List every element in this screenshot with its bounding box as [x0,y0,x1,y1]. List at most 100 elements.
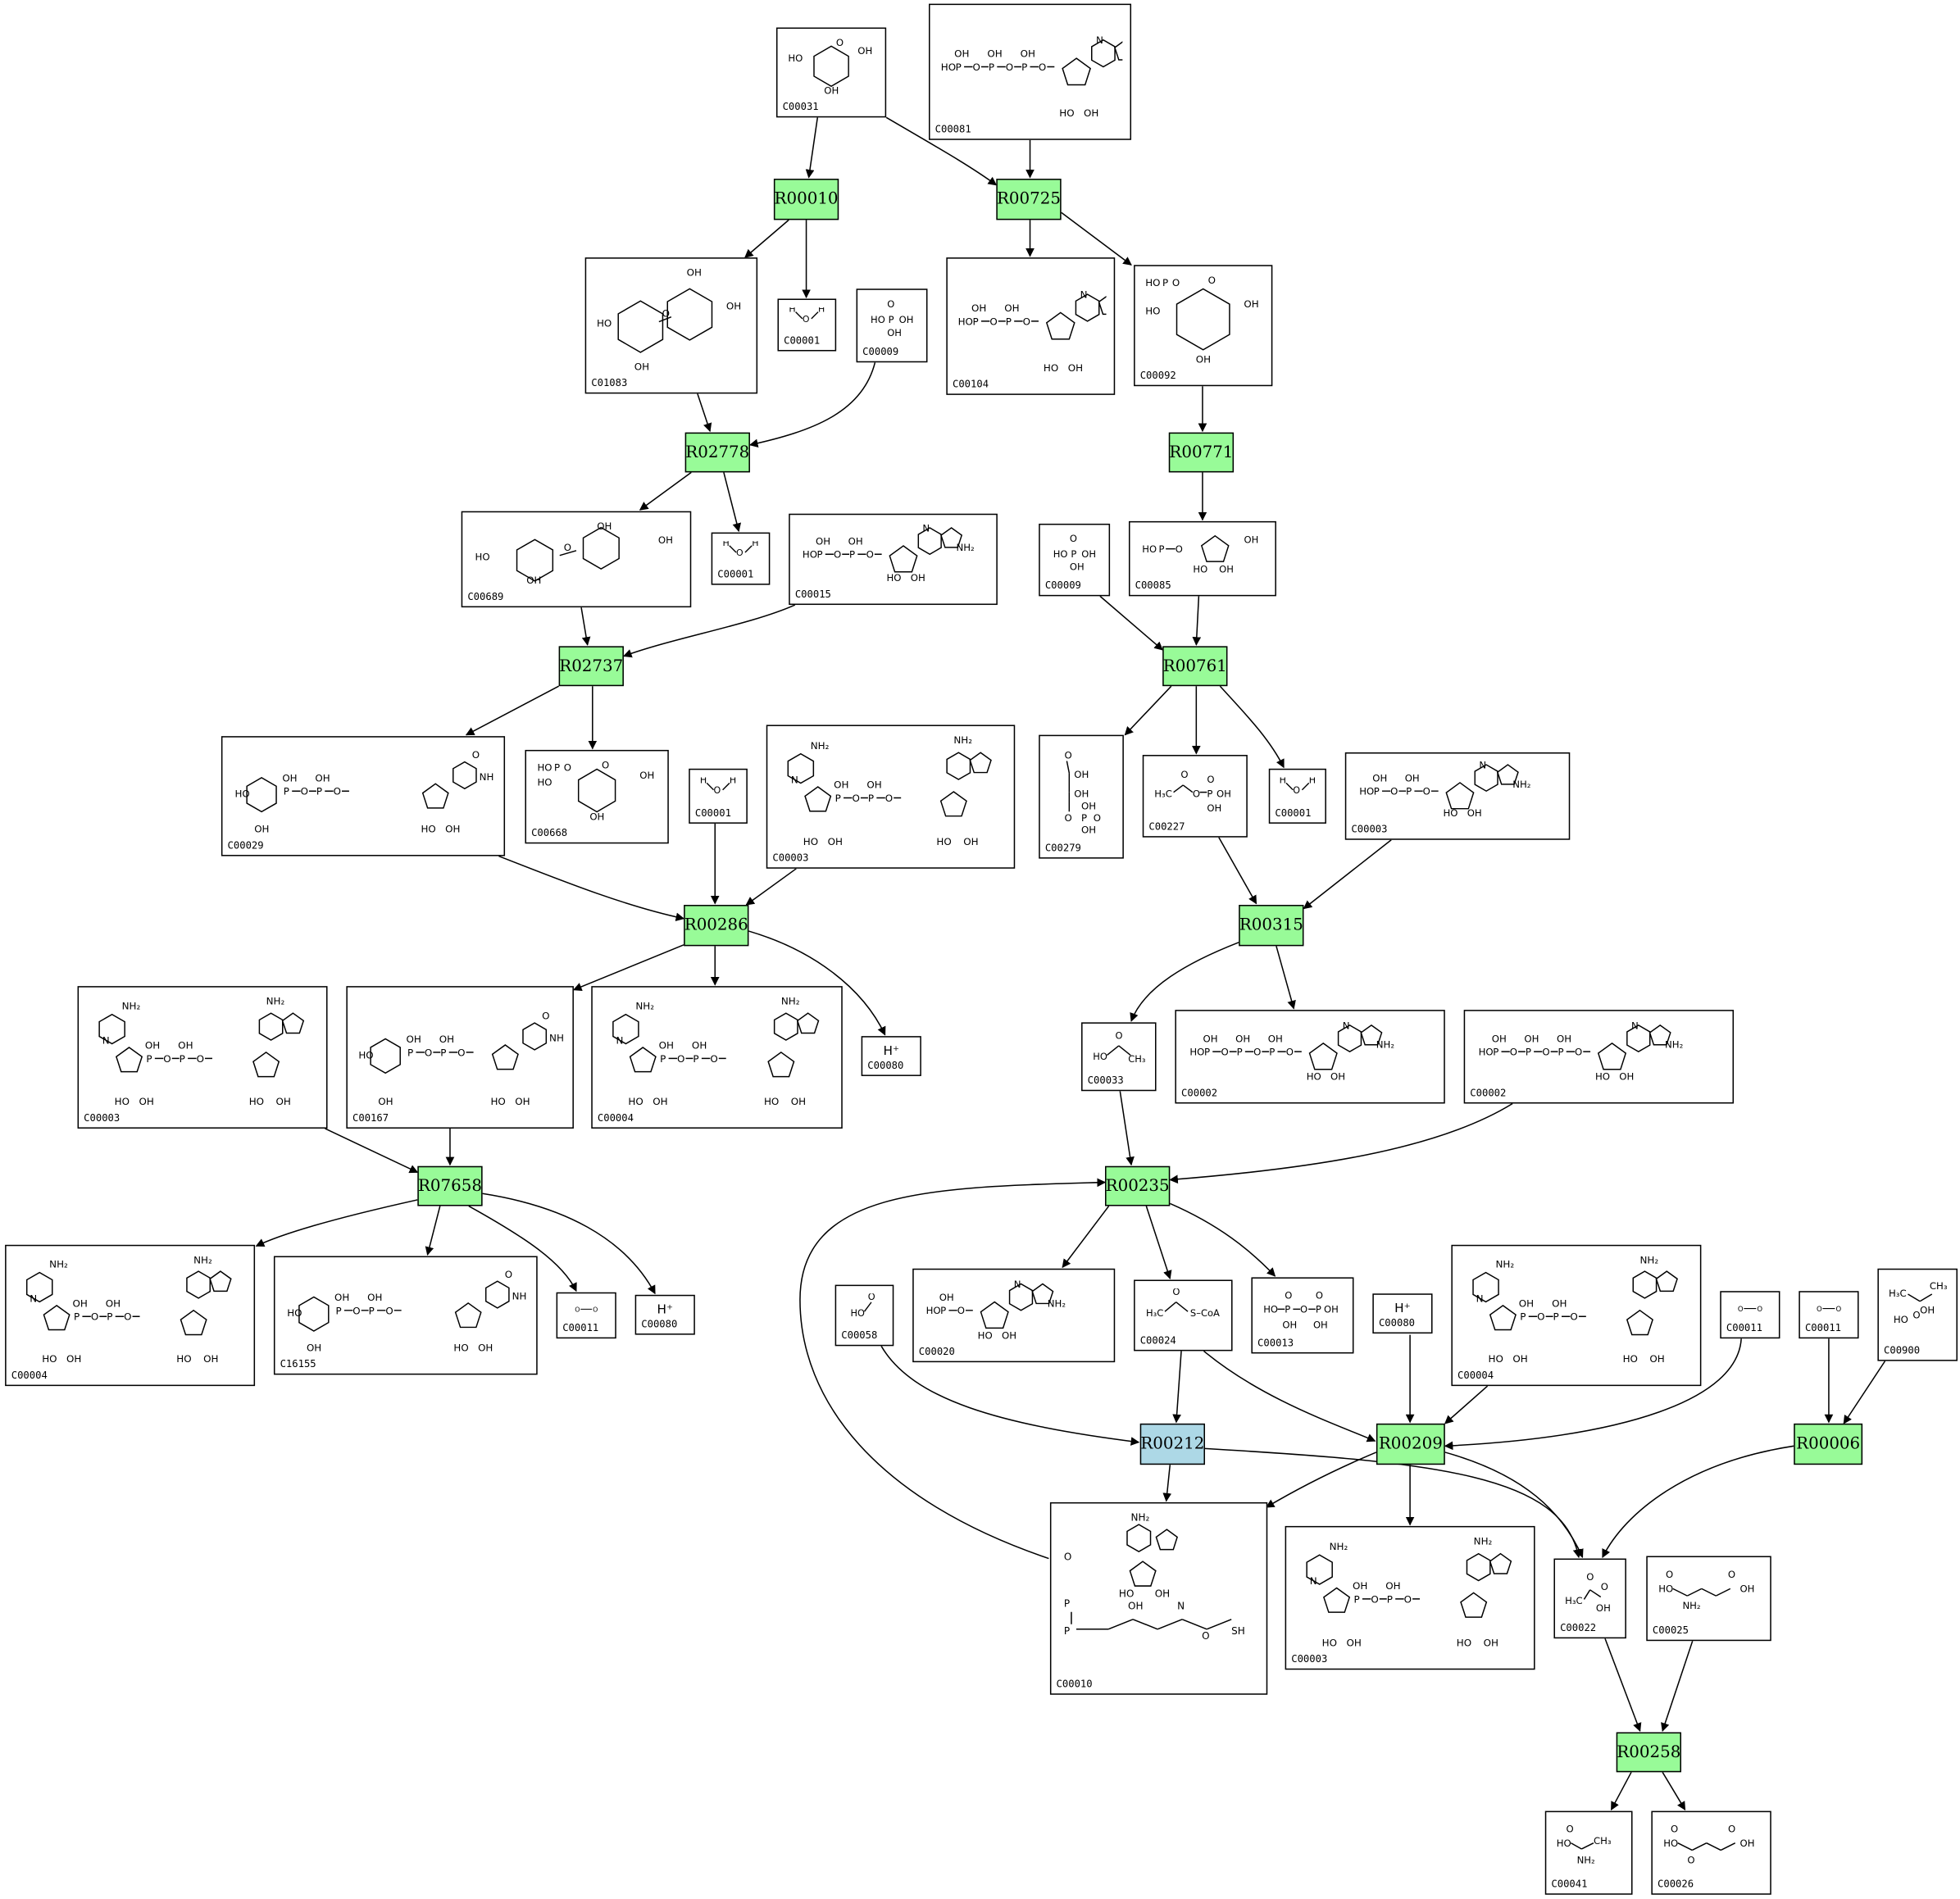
reaction-R00258[interactable]: R00258 [1616,1732,1681,1773]
atom-label: P [1162,277,1168,288]
reaction-R00761[interactable]: R00761 [1162,646,1228,687]
reaction-R00315[interactable]: R00315 [1239,905,1304,947]
atom-label: OH [1084,107,1098,119]
atom-label: HO [851,1308,865,1319]
atom-label: P [660,1053,666,1065]
compound-id: C00009 [862,346,899,358]
reaction-R00209[interactable]: R00209 [1376,1423,1445,1465]
reaction-R00010[interactable]: R00010 [773,179,839,220]
pathway-edge [1130,942,1239,1022]
reaction-R00286[interactable]: R00286 [684,905,749,947]
ring-6 [1472,1271,1499,1303]
reaction-R00212[interactable]: R00212 [1139,1423,1206,1465]
reaction-R00725[interactable]: R00725 [996,179,1062,220]
compound-id: C00011 [562,1322,599,1334]
atom-label: HO [42,1353,57,1365]
atom-label: CH₃ [1594,1835,1612,1847]
atom-label: P [284,786,289,797]
reaction-label: R00315 [1239,915,1303,935]
bond [1182,784,1194,793]
bond [1176,1302,1189,1312]
reaction-R00771[interactable]: R00771 [1168,432,1235,473]
reaction-R00235[interactable]: R00235 [1105,1165,1171,1206]
ring-6 [516,538,554,582]
atom-label: SH [1231,1625,1245,1637]
atom-label: HO [1093,1051,1107,1062]
atom-label: P [316,786,322,797]
compound-id: C00003 [1351,823,1388,835]
atom-label: P [956,61,962,73]
pathway-edge [1303,839,1392,910]
atom-label: OH [634,361,649,372]
compound-C00080[interactable]: H⁺C00080 [1372,1293,1433,1334]
atom-label: H₃C [1146,1307,1163,1319]
reaction-R02778[interactable]: R02778 [684,432,750,473]
compound-C00080[interactable]: H⁺C00080 [861,1036,921,1076]
compound-C00080[interactable]: H⁺C00080 [634,1294,695,1335]
compound-id: C00011 [1726,1322,1762,1334]
compound-C00081[interactable]: HOPOHOPOHOPOHOHOOHNH₂NC00081 [929,3,1132,140]
pathway-edge [1062,1206,1110,1269]
compound-C00104[interactable]: HOPOHOPOHOHOOHNH₂NC00104 [946,257,1116,395]
atom-label: HO [871,314,885,325]
atom-label: O [1835,1306,1841,1314]
reaction-R00006[interactable]: R00006 [1794,1423,1863,1465]
atom-label: HO [1663,1838,1678,1849]
atom-label: HO [1044,362,1058,374]
ring-6 [370,1038,401,1074]
reaction-R02737[interactable]: R02737 [558,646,624,687]
bond [1919,1293,1933,1302]
atom-label: H [723,541,730,547]
reaction-R07658[interactable]: R07658 [417,1165,483,1206]
atom-label: HO [115,1096,130,1107]
atom-label: OH [1155,1588,1170,1600]
